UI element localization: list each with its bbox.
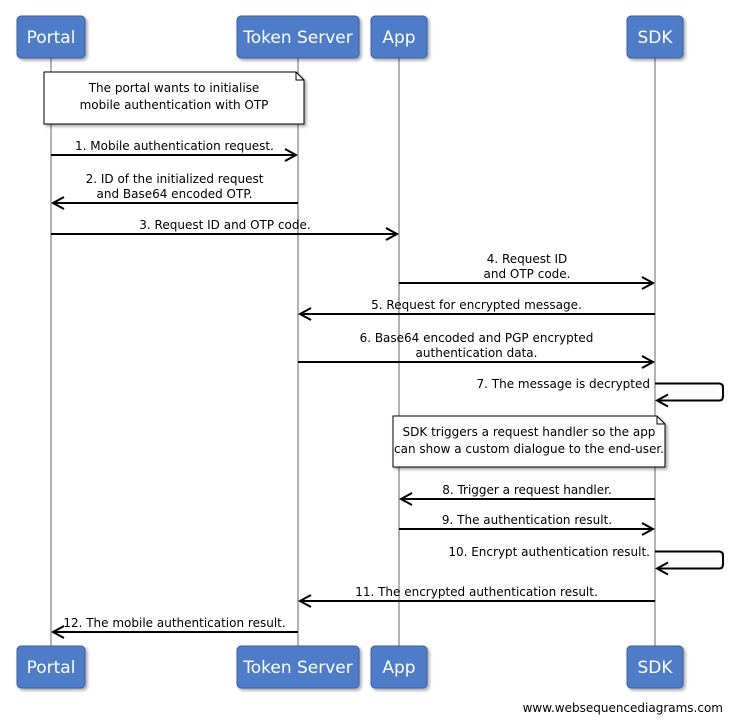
actor-label: Token Server (242, 28, 353, 48)
actor-label: Token Server (242, 658, 353, 678)
actor-token_server-top: Token Server (236, 15, 360, 59)
note-2: SDK triggers a request handler so the ap… (392, 415, 666, 468)
message-9: 9. The authentication result. (399, 513, 656, 536)
message-label: 1. Mobile authentication request. (75, 139, 274, 153)
note-text-line: SDK triggers a request handler so the ap… (403, 425, 656, 439)
actor-sdk-top: SDK (626, 15, 684, 59)
message-label: authentication data. (416, 346, 538, 360)
message-label: 3. Request ID and OTP code. (139, 218, 310, 232)
message-6: 6. Base64 encoded and PGP encryptedauthe… (298, 331, 656, 369)
note-text-line: can show a custom dialogue to the end-us… (394, 442, 664, 456)
message-label: 7. The message is decrypted (477, 377, 651, 391)
actor-label: App (382, 28, 415, 48)
message-label: 10. Encrypt authentication result. (448, 545, 650, 559)
actor-sdk-bottom: SDK (626, 645, 684, 689)
message-label: and OTP code. (484, 267, 571, 281)
note-1: The portal wants to initialise mobile aut… (43, 71, 305, 125)
actor-label: SDK (637, 28, 673, 48)
message-5: 5. Request for encrypted message. (297, 298, 655, 321)
message-11: 11. The encrypted authentication result. (297, 585, 655, 608)
message-label: 12. The mobile authentication result. (63, 616, 285, 630)
actor-portal-top: Portal (16, 15, 86, 59)
message-label: 5. Request for encrypted message. (371, 298, 582, 312)
credit-text[interactable]: www.websequencediagrams.com (522, 701, 723, 715)
actor-label: Portal (27, 658, 76, 678)
message-12: 12. The mobile authentication result. (50, 616, 298, 639)
message-3: 3. Request ID and OTP code. (51, 218, 400, 241)
message-10: 10. Encrypt authentication result. (448, 545, 724, 576)
message-1: 1. Mobile authentication request. (51, 139, 299, 162)
actor-app-top: App (370, 15, 428, 59)
message-label: 4. Request ID (487, 252, 568, 266)
message-label: 8. Trigger a request handler. (442, 483, 612, 497)
actor-label: SDK (637, 658, 673, 678)
note-text-line: The portal wants to initialise (88, 81, 260, 95)
note-text-line: mobile authentication with OTP (80, 98, 269, 112)
message-label: 6. Base64 encoded and PGP encrypted (360, 331, 594, 345)
message-label: 2. ID of the initialized request (86, 172, 264, 186)
message-label: 11. The encrypted authentication result. (355, 585, 598, 599)
message-label: 9. The authentication result. (442, 513, 612, 527)
message-7: 7. The message is decrypted (477, 377, 724, 408)
actor-label: Portal (27, 28, 76, 48)
message-label: and Base64 encoded OTP. (96, 187, 252, 201)
message-8: 8. Trigger a request handler. (398, 483, 655, 506)
actor-token_server-bottom: Token Server (236, 645, 360, 689)
actor-portal-bottom: Portal (16, 645, 86, 689)
actor-app-bottom: App (370, 645, 428, 689)
actor-label: App (382, 658, 415, 678)
